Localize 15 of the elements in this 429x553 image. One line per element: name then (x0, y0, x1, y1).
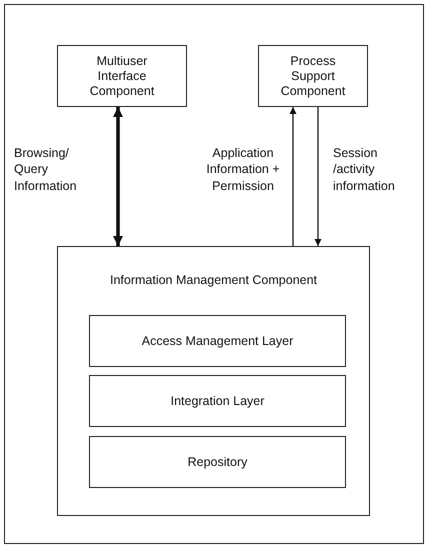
box-label: Process Support Component (280, 54, 346, 98)
component-container (57, 246, 370, 516)
box-label: Access Management Layer (142, 334, 294, 348)
box-label: Multiuser Interface Component (88, 54, 156, 98)
layer-box (89, 436, 346, 488)
component-box (258, 45, 368, 107)
layer-box (89, 375, 346, 427)
layer-box (89, 315, 346, 367)
component-box (57, 45, 187, 107)
arrow (290, 107, 296, 246)
arrow (113, 107, 123, 246)
arrow (314, 107, 322, 246)
container-heading: Information Management Component (110, 273, 318, 288)
box-label: Integration Layer (170, 394, 264, 408)
box-label: Repository (188, 454, 248, 470)
